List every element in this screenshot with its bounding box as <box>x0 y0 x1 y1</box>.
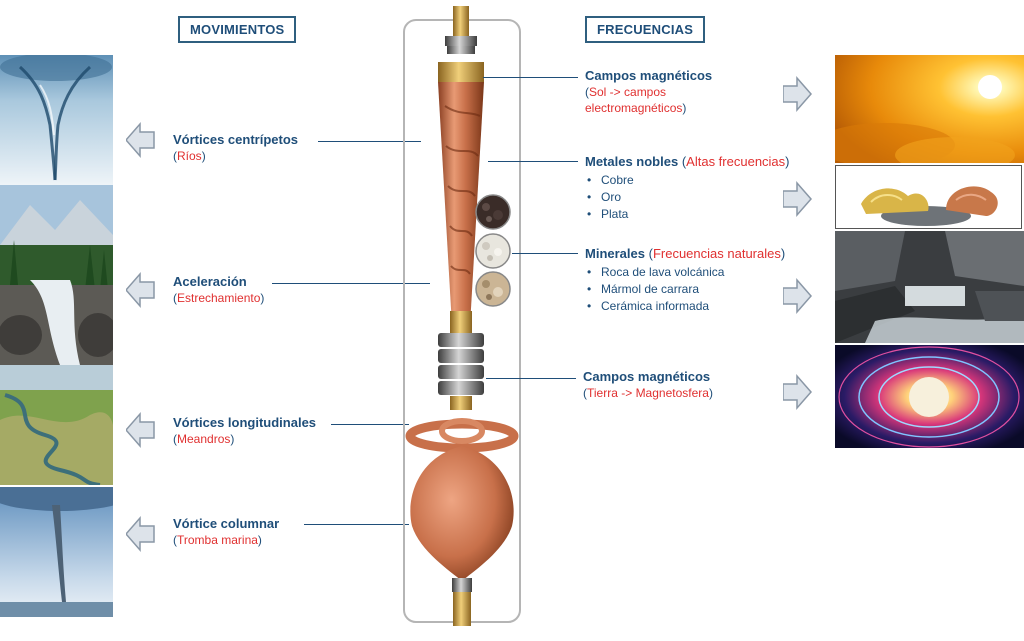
river-rapids-photo <box>0 185 113 365</box>
leader-line <box>512 253 578 254</box>
sun-photo <box>835 55 1024 163</box>
label-campos-magneticos-tierra: Campos magnéticos (Tierra -> Magnetosfer… <box>583 369 713 400</box>
label-metales-nobles: Metales nobles (Altas frecuencias) Cobre… <box>585 154 790 223</box>
ceramic-sample <box>475 271 511 307</box>
leader-line <box>486 378 576 379</box>
list-item: Plata <box>585 206 790 223</box>
noble-metals-photo <box>835 165 1022 229</box>
label-vortices-centripetos: Vórtices centrípetos (Ríos) <box>173 132 298 163</box>
arrow-right-icon <box>783 278 812 314</box>
arrow-left-icon <box>126 272 155 308</box>
label-vortices-longitudinales: Vórtices longitudinales (Meandros) <box>173 415 317 446</box>
leader-line <box>304 524 409 525</box>
list-item: Cobre <box>585 172 790 189</box>
label-campos-magneticos-sol: Campos magnéticos (Sol -> campos electro… <box>585 68 713 115</box>
arrow-left-icon <box>126 122 155 158</box>
marble-sample <box>475 233 511 269</box>
arrow-left-icon <box>126 516 155 552</box>
label-vortice-columnar: Vórtice columnar (Tromba marina) <box>173 516 280 547</box>
rock-waterfall-photo <box>835 231 1024 343</box>
vortex-device-illustration <box>403 6 521 626</box>
leader-line <box>488 161 578 162</box>
list-item: Mármol de carrara <box>585 281 785 298</box>
arrow-right-icon <box>783 181 812 217</box>
list-item: Roca de lava volcánica <box>585 264 785 281</box>
list-item: Cerámica informada <box>585 298 785 315</box>
header-movimientos: MOVIMIENTOS <box>178 16 297 43</box>
meanders-photo <box>0 365 113 485</box>
header-frecuencias: FRECUENCIAS <box>585 16 706 43</box>
waterspout-photo <box>0 487 113 617</box>
earth-magnetosphere-photo <box>835 345 1024 448</box>
leader-line <box>331 424 409 425</box>
arrow-right-icon <box>783 76 812 112</box>
label-aceleracion: Aceleración (Estrechamiento) <box>173 274 265 305</box>
list-item: Oro <box>585 189 790 206</box>
leader-line <box>272 283 430 284</box>
leader-line <box>318 141 421 142</box>
whirlpool-photo <box>0 55 113 185</box>
label-minerales: Minerales (Frecuencias naturales) Roca d… <box>585 246 785 315</box>
leader-line <box>483 77 578 78</box>
arrow-right-icon <box>783 374 812 410</box>
lava-rock-sample <box>475 194 511 230</box>
arrow-left-icon <box>126 412 155 448</box>
